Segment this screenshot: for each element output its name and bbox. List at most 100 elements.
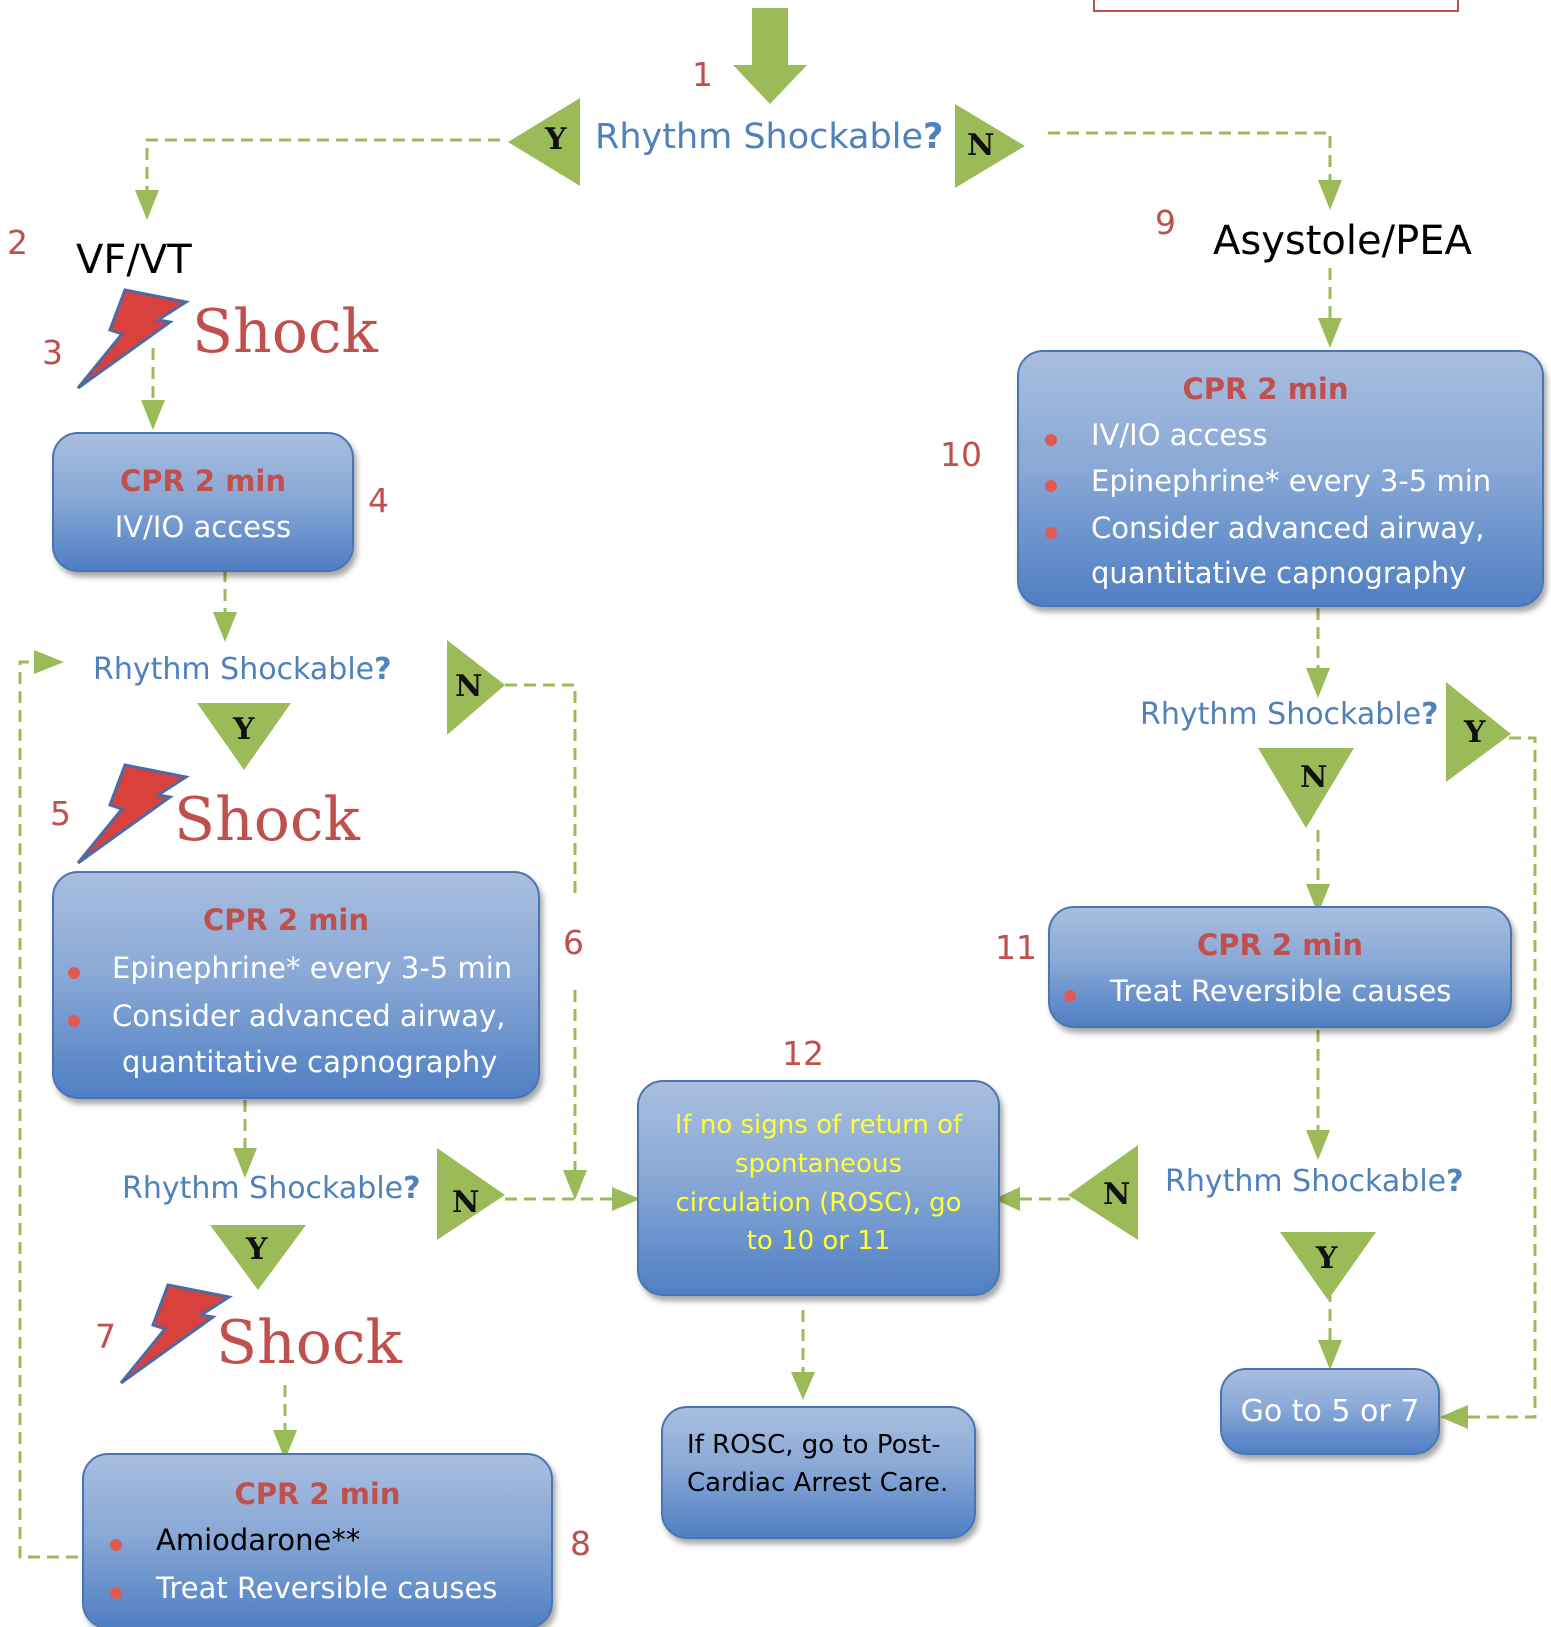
box-line: Consider advanced airway, — [112, 999, 506, 1033]
cpr-box-5: CPR 2 min Epinephrine* every 3-5 min Con… — [52, 871, 540, 1099]
box-line: IV/IO access — [1091, 418, 1268, 452]
shock-label-5: Shock — [174, 785, 360, 855]
box-title: CPR 2 min — [1182, 372, 1349, 406]
goto-box: Go to 5 or 7 — [1220, 1368, 1440, 1455]
no-label-2: N — [455, 669, 483, 704]
caption-box-edge — [1093, 0, 1459, 12]
lightning-bolts — [76, 288, 233, 1385]
bullet-icon — [110, 1539, 122, 1551]
start-arrow — [733, 8, 807, 104]
cpr-box-11: CPR 2 min Treat Reversible causes — [1048, 906, 1512, 1028]
no-label-right: N — [1300, 760, 1328, 795]
question-text: Rhythm Shockable — [1140, 697, 1422, 732]
bullet-icon — [1045, 434, 1057, 446]
no-triangle-bottom-right — [1068, 1145, 1138, 1240]
question-text: Rhythm Shockable — [1165, 1164, 1447, 1199]
step-number-1: 1 — [692, 55, 713, 94]
no-triangle-3 — [437, 1148, 505, 1240]
rhythm-question-5: Rhythm Shockable? — [1165, 1167, 1464, 1197]
cpr-box-10: CPR 2 min IV/IO access Epinephrine* ever… — [1017, 350, 1544, 607]
step-number-4: 4 — [368, 481, 389, 520]
box-line: quantitative capnography — [122, 1045, 498, 1079]
shock-label-3: Shock — [192, 297, 378, 367]
step-number-7: 7 — [95, 1317, 116, 1356]
box-line: to 10 or 11 — [746, 1226, 891, 1256]
rosc-check-box-12: If no signs of return of spontaneous cir… — [637, 1080, 1000, 1296]
box-line: If no signs of return of — [674, 1110, 963, 1140]
yes-label-3: Y — [246, 1232, 268, 1267]
question-mark: ? — [403, 1171, 421, 1206]
box-title: CPR 2 min — [202, 903, 370, 937]
no-label-bottom-right: N — [1103, 1177, 1131, 1212]
post-arrest-care-box: If ROSC, go to Post- Cardiac Arrest Care… — [661, 1406, 976, 1539]
rhythm-question-4: Rhythm Shockable? — [1140, 700, 1439, 730]
step-number-2: 2 — [7, 223, 28, 262]
cpr-box-4: CPR 2 min IV/IO access — [52, 432, 354, 572]
question-text: Rhythm Shockable — [595, 117, 923, 157]
yes-triangle-bottom-right — [1280, 1232, 1376, 1300]
question-text: Rhythm Shockable — [93, 652, 375, 687]
box-line: Cardiac Arrest Care. — [687, 1468, 949, 1498]
box-line: Treat Reversible causes — [156, 1571, 498, 1605]
step-number-12: 12 — [782, 1034, 824, 1073]
dashed-connectors — [18, 131, 1537, 1559]
yes-triangle-2 — [197, 703, 291, 770]
box-line: Go to 5 or 7 — [1240, 1394, 1420, 1429]
bullet-icon — [68, 967, 80, 979]
yes-label-bottom-right: Y — [1316, 1241, 1338, 1276]
question-mark: ? — [1446, 1164, 1464, 1199]
step-number-9: 9 — [1155, 203, 1176, 242]
lightning-icon-7 — [119, 1283, 233, 1385]
yes-triangle-top — [508, 98, 580, 186]
yes-label-right: Y — [1464, 715, 1486, 750]
step-number-3: 3 — [42, 333, 63, 372]
step-number-5: 5 — [50, 794, 71, 833]
box-title: CPR 2 min — [119, 464, 287, 498]
rhythm-question-2: Rhythm Shockable? — [93, 655, 392, 685]
bullet-icon — [1045, 480, 1057, 492]
yes-triangle-3 — [210, 1225, 306, 1290]
asystole-pea-label: Asystole/PEA — [1213, 218, 1472, 264]
lightning-icon-3 — [76, 288, 190, 390]
yes-triangle-right — [1446, 682, 1511, 782]
no-triangle-top — [955, 104, 1025, 188]
step-number-8: 8 — [570, 1524, 591, 1563]
decision-triangles — [197, 98, 1511, 1300]
lightning-icon-5 — [76, 763, 190, 865]
box-line: Amiodarone** — [156, 1523, 361, 1557]
question-text: Rhythm Shockable — [122, 1171, 404, 1206]
bullet-icon — [68, 1015, 80, 1027]
box-line: Treat Reversible causes — [1110, 974, 1452, 1008]
box-line: If ROSC, go to Post- — [687, 1430, 941, 1460]
question-mark: ? — [374, 652, 392, 687]
question-mark: ? — [922, 117, 944, 157]
connector-arrowheads — [34, 180, 1468, 1460]
box-line: spontaneous — [735, 1149, 902, 1179]
box-line: Epinephrine* every 3-5 min — [112, 951, 513, 985]
box-line: IV/IO access — [114, 510, 292, 544]
bullet-icon — [110, 1587, 122, 1599]
bullet-icon — [1045, 527, 1057, 539]
box-line: quantitative capnography — [1091, 556, 1467, 590]
rhythm-question-1: Rhythm Shockable? — [595, 120, 943, 155]
step-number-6: 6 — [563, 923, 584, 962]
box-title: CPR 2 min — [1196, 928, 1364, 962]
box-line: Epinephrine* every 3-5 min — [1091, 464, 1492, 498]
box-line: Consider advanced airway, — [1091, 511, 1485, 545]
step-number-11: 11 — [995, 928, 1037, 967]
cpr-box-8: CPR 2 min Amiodarone** Treat Reversible … — [82, 1453, 553, 1627]
yes-label-top: Y — [545, 122, 567, 157]
step-number-10: 10 — [940, 435, 982, 474]
vf-vt-label: VF/VT — [76, 237, 192, 283]
box-line: circulation (ROSC), go — [675, 1188, 962, 1218]
no-triangle-2 — [447, 640, 505, 735]
box-title: CPR 2 min — [234, 1477, 401, 1511]
yes-label-2: Y — [233, 712, 255, 747]
no-triangle-right — [1258, 748, 1354, 828]
question-mark: ? — [1421, 697, 1439, 732]
shock-label-7: Shock — [216, 1308, 402, 1378]
bullet-icon — [1064, 990, 1076, 1002]
rhythm-question-3: Rhythm Shockable? — [122, 1174, 421, 1204]
